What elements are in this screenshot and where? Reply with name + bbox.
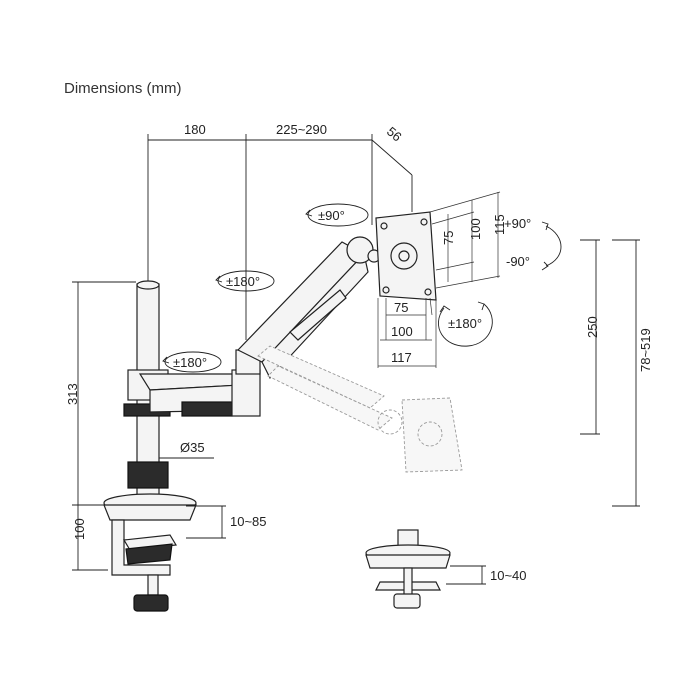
height-range-label: 78~519 [638,328,653,372]
arm-reach-2-label: 225~290 [276,122,327,137]
tilt-icon [541,221,562,271]
grommet-mount [365,529,451,609]
base-180-icon [162,351,222,373]
arm-180-label: ±180° [226,274,260,289]
vesa-plate [375,211,437,301]
page-title: Dimensions (mm) [64,80,182,97]
arm-180-icon [215,270,275,292]
vesa-width-dims [377,297,437,368]
pole-diameter-label: Ø35 [180,440,205,455]
tilt-down-label: -90° [506,254,530,269]
vesa-height-75-label: 75 [441,231,456,245]
lower-arm [138,349,261,417]
tilt-up-label: +90° [504,216,531,231]
vesa-height-100-label: 100 [468,218,483,240]
vesa-height-dims [429,191,501,289]
vesa-width-75-label: 75 [394,300,408,315]
grommet-range-dim [446,565,486,585]
vesa-width-117-label: 117 [391,350,412,365]
desk-clamp [103,493,197,612]
vesa-width-100-label: 100 [391,324,413,339]
swivel-90-icon [305,203,369,227]
grommet-range-label: 10~40 [490,568,527,583]
pole-height-dim [72,281,136,571]
pole [123,280,171,497]
clamp-height-label: 100 [72,518,87,540]
pole-height-label: 313 [65,383,80,405]
top-dimension-lines [147,134,413,340]
lowered-arm-ghost [257,345,463,473]
clamp-range-label: 10~85 [230,514,267,529]
swivel-90-label: ±90° [318,208,345,223]
depth-label: 56 [384,124,405,145]
arm-reach-1-label: 180 [184,122,206,137]
base-180-label: ±180° [173,355,207,370]
height-adjust-label: 250 [585,316,600,338]
upper-arm [237,236,381,380]
rotate-180-icon [438,301,493,347]
vesa-height-115-label: 115 [492,214,507,235]
height-adjust-dims [580,239,640,507]
clamp-range-dim [186,505,226,539]
rotate-180-label: ±180° [448,316,482,331]
